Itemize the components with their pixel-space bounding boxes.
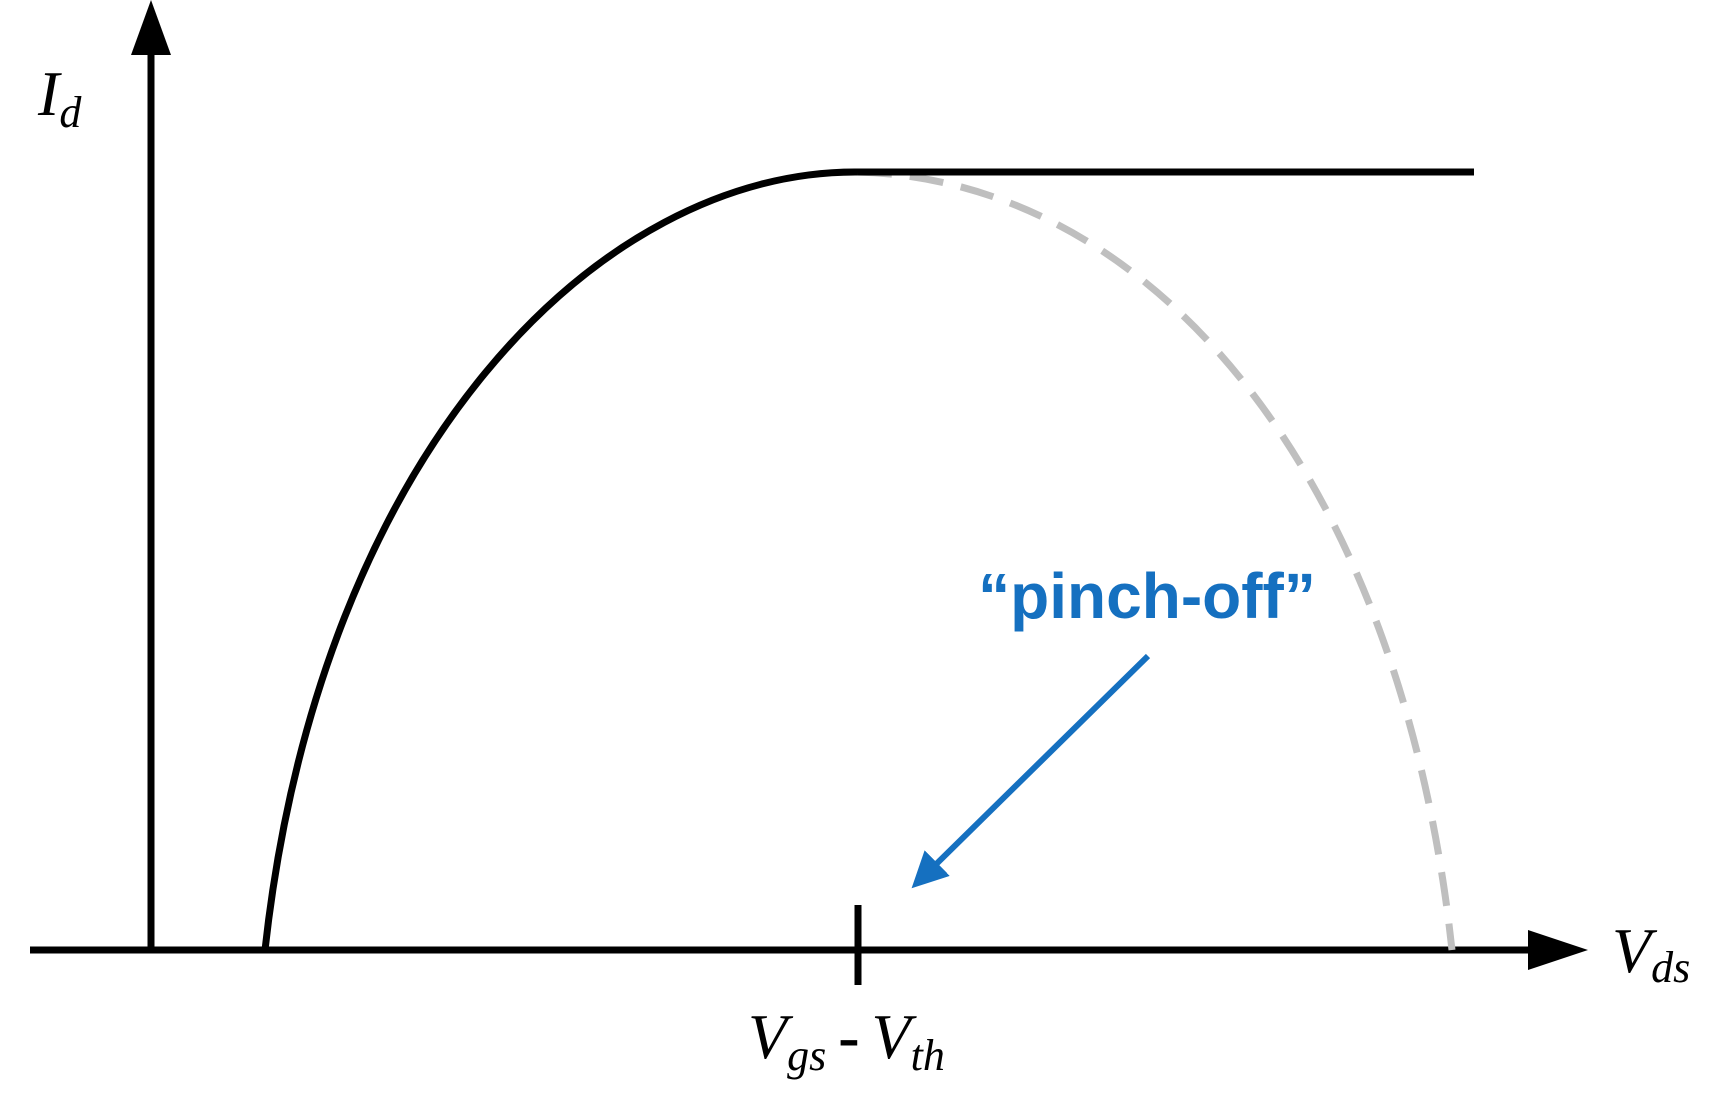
pinch-off-annotation: “pinch-off” bbox=[978, 560, 1316, 632]
pinch-off-arrow bbox=[911, 653, 1151, 889]
x-axis-label: Vds bbox=[1612, 915, 1690, 992]
y-axis-arrowhead bbox=[131, 0, 171, 55]
x-axis-arrowhead bbox=[1528, 930, 1588, 970]
dashed-parabola-continuation bbox=[857, 168, 1456, 951]
tick-label: Vgs-Vth bbox=[748, 1001, 945, 1080]
triode-region-curve bbox=[261, 168, 859, 951]
y-axis-label: Id bbox=[37, 58, 82, 137]
